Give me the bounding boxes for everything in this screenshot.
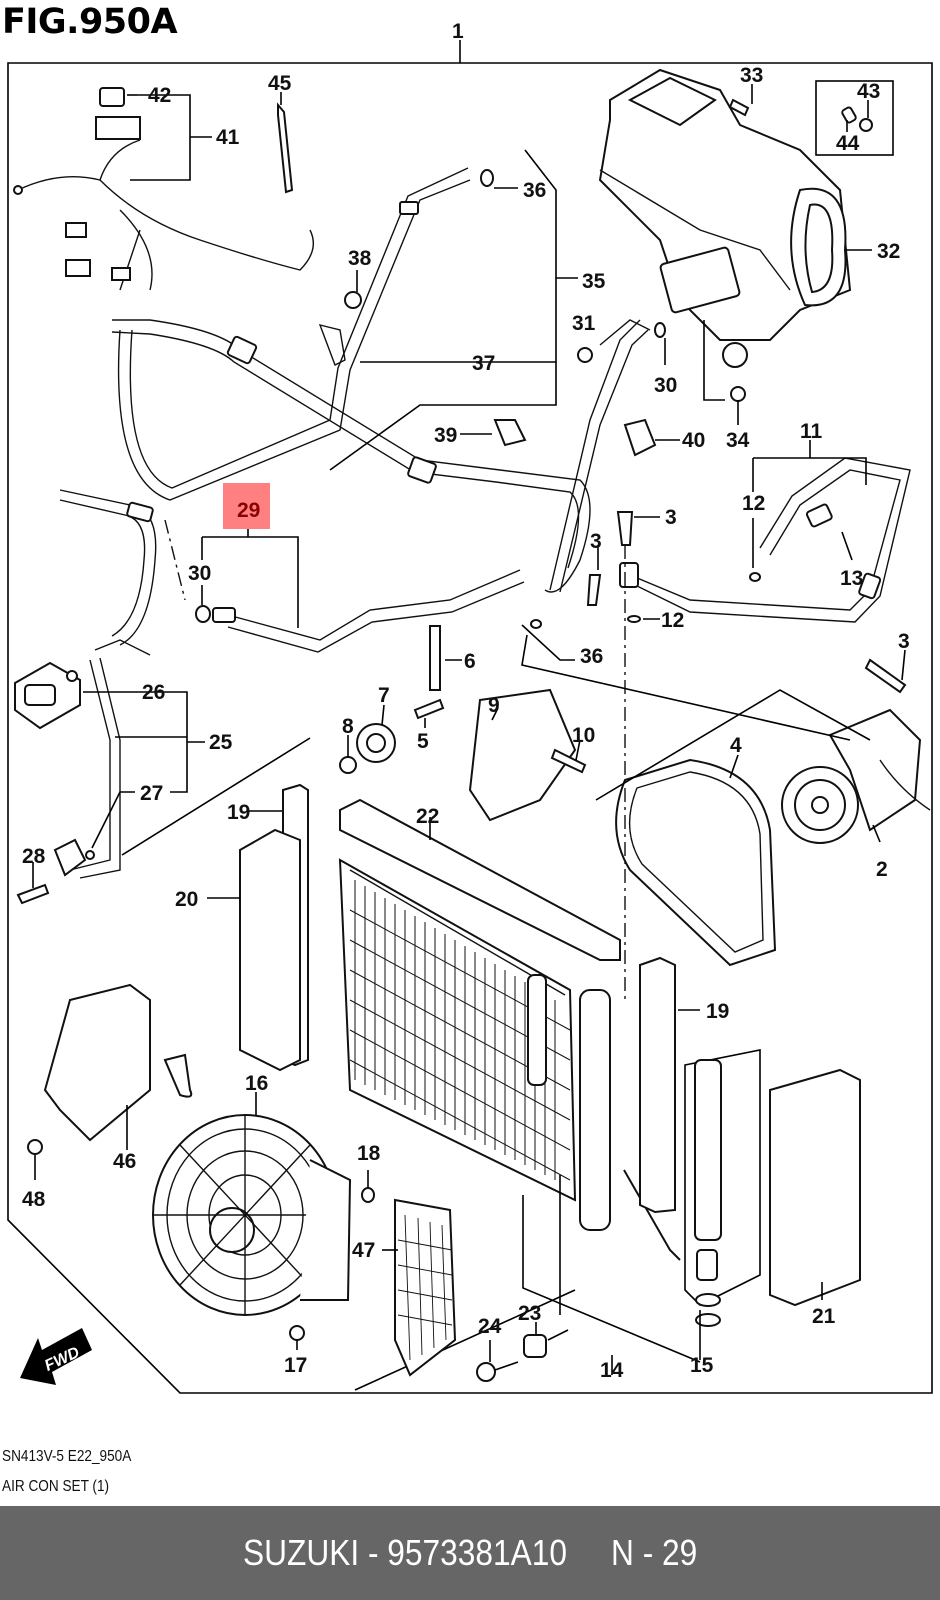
callout-12-bottom[interactable]: 12 bbox=[661, 609, 684, 632]
fan-shroud bbox=[43, 983, 151, 1142]
desiccant-tube bbox=[694, 1059, 722, 1241]
fan-guard bbox=[394, 1198, 457, 1377]
group-name: AIR CON SET (1) bbox=[2, 1478, 110, 1495]
callout-36-top[interactable]: 36 bbox=[523, 179, 546, 202]
callout-16[interactable]: 16 bbox=[245, 1072, 268, 1095]
callout-19-left[interactable]: 19 bbox=[227, 801, 250, 824]
pipe-clip bbox=[493, 419, 527, 447]
callout-35[interactable]: 35 bbox=[582, 270, 606, 293]
evaporator-unit bbox=[598, 68, 852, 368]
rubber-mount bbox=[523, 1334, 547, 1358]
callout-22[interactable]: 22 bbox=[416, 805, 439, 828]
footer-bar: SUZUKI - 9573381A10 N - 29 bbox=[0, 1506, 940, 1600]
callout-30-top[interactable]: 30 bbox=[654, 374, 677, 397]
discharge-hose-29 bbox=[59, 489, 525, 653]
callout-24[interactable]: 24 bbox=[478, 1315, 502, 1338]
forward-direction-arrow: FWD bbox=[20, 1328, 92, 1385]
callout-47[interactable]: 47 bbox=[352, 1239, 375, 1262]
callout-32[interactable]: 32 bbox=[877, 240, 900, 263]
suction-pipe bbox=[111, 167, 649, 593]
callout-38[interactable]: 38 bbox=[348, 247, 372, 270]
callout-14[interactable]: 14 bbox=[600, 1359, 624, 1382]
callout-37[interactable]: 37 bbox=[472, 352, 495, 375]
callout-15[interactable]: 15 bbox=[690, 1354, 714, 1377]
callout-12-top[interactable]: 12 bbox=[742, 492, 765, 515]
callout-29-highlighted[interactable]: 29 bbox=[237, 499, 260, 522]
assembly-frame bbox=[7, 62, 933, 1394]
seal-strip-20 bbox=[239, 828, 301, 1072]
callout-30[interactable]: 30 bbox=[188, 562, 211, 585]
callout-8[interactable]: 8 bbox=[342, 715, 354, 738]
callout-4[interactable]: 4 bbox=[730, 734, 742, 757]
callout-39[interactable]: 39 bbox=[434, 424, 457, 447]
callout-1[interactable]: 1 bbox=[452, 20, 464, 43]
cable-tie bbox=[277, 102, 294, 194]
highlight-box-29 bbox=[223, 483, 270, 529]
callout-34[interactable]: 34 bbox=[726, 429, 750, 452]
figure-title: FIG.950A bbox=[2, 2, 178, 42]
callout-33[interactable]: 33 bbox=[740, 64, 763, 87]
callout-13[interactable]: 13 bbox=[840, 567, 863, 590]
callout-10[interactable]: 10 bbox=[572, 724, 595, 747]
callout-27[interactable]: 27 bbox=[140, 782, 163, 805]
callout-3-left[interactable]: 3 bbox=[590, 530, 602, 553]
seal-strip-19b bbox=[639, 956, 676, 1214]
callout-9[interactable]: 9 bbox=[488, 694, 500, 717]
callout-25[interactable]: 25 bbox=[209, 731, 233, 754]
callout-7[interactable]: 7 bbox=[378, 684, 390, 707]
callout-21[interactable]: 21 bbox=[812, 1305, 836, 1328]
callout-2[interactable]: 2 bbox=[876, 858, 888, 881]
parts-box-43-44 bbox=[815, 80, 894, 156]
callout-45[interactable]: 45 bbox=[268, 72, 292, 95]
drive-belt bbox=[615, 758, 777, 967]
callout-46[interactable]: 46 bbox=[113, 1150, 136, 1173]
callout-labels: 1 42 41 45 33 43 44 36 32 38 35 31 37 30… bbox=[22, 20, 910, 1382]
callout-18[interactable]: 18 bbox=[357, 1142, 381, 1165]
callout-31[interactable]: 31 bbox=[572, 312, 596, 335]
condenser bbox=[338, 798, 621, 1231]
callout-40[interactable]: 40 bbox=[682, 429, 705, 452]
callout-3-right[interactable]: 3 bbox=[898, 630, 910, 653]
callout-3-mid[interactable]: 3 bbox=[665, 506, 677, 529]
figure-code: SN413V-5 E22_950A bbox=[2, 1448, 132, 1465]
condenser-fan bbox=[152, 1114, 352, 1316]
callout-11[interactable]: 11 bbox=[800, 420, 823, 443]
wiring-harness bbox=[13, 87, 314, 291]
callout-42[interactable]: 42 bbox=[148, 84, 171, 107]
callout-28[interactable]: 28 bbox=[22, 845, 46, 868]
callout-23[interactable]: 23 bbox=[518, 1302, 541, 1325]
callout-43[interactable]: 43 bbox=[857, 80, 880, 103]
callout-19-right[interactable]: 19 bbox=[706, 1000, 729, 1023]
callout-48[interactable]: 48 bbox=[22, 1188, 46, 1211]
compressor-bracket bbox=[468, 688, 577, 822]
callout-5[interactable]: 5 bbox=[417, 730, 429, 753]
seal-strip-21 bbox=[769, 1068, 861, 1307]
callout-17[interactable]: 17 bbox=[284, 1354, 307, 1377]
callout-6[interactable]: 6 bbox=[464, 650, 476, 673]
callout-44[interactable]: 44 bbox=[836, 132, 860, 155]
parts-diagram: FWD 1 42 41 45 33 43 44 36 32 38 35 31 3… bbox=[7, 20, 933, 1394]
footer-part-info: SUZUKI - 9573381A10 N - 29 bbox=[242, 1532, 698, 1573]
callout-36-bottom[interactable]: 36 bbox=[580, 645, 603, 668]
callout-41[interactable]: 41 bbox=[216, 126, 240, 149]
callout-20[interactable]: 20 bbox=[175, 888, 198, 911]
compressor bbox=[781, 708, 931, 844]
callout-26[interactable]: 26 bbox=[142, 681, 165, 704]
